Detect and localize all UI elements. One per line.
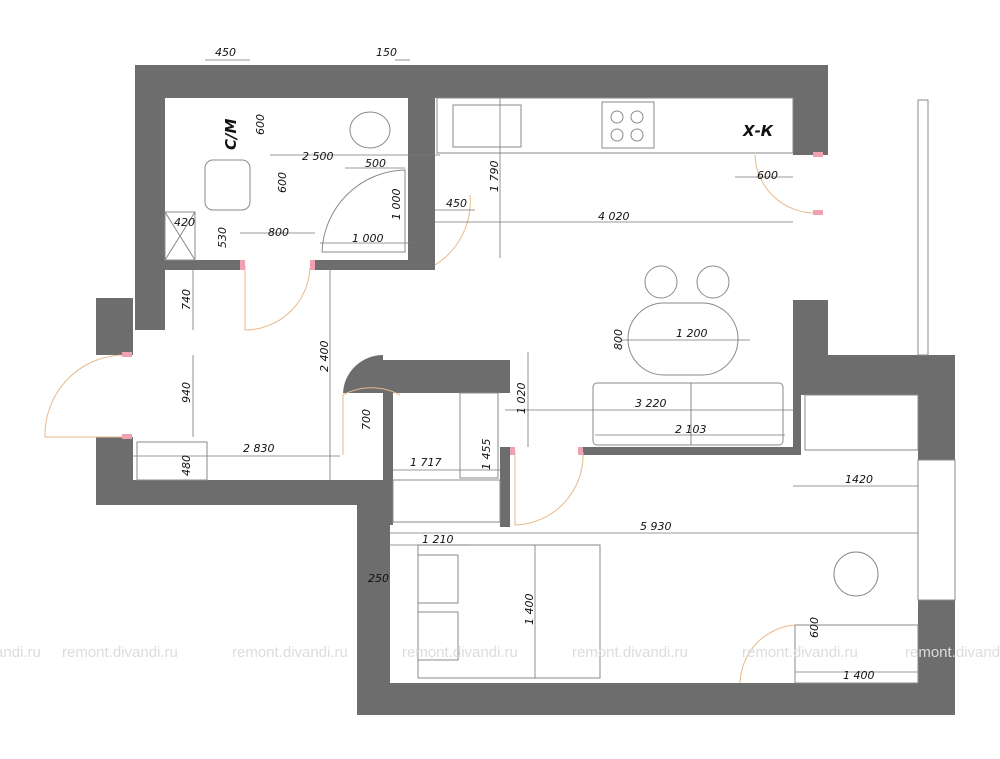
cooktop xyxy=(601,101,655,149)
watermark: remont.divandi.ru remont.divandi.ru remo… xyxy=(0,644,1000,661)
dim-label: 420 xyxy=(174,216,195,229)
dim-label: 600 xyxy=(808,617,821,638)
balcony-wardrobe xyxy=(804,394,919,451)
kitchen-door[interactable] xyxy=(434,194,471,266)
room-door[interactable] xyxy=(514,451,584,526)
chair xyxy=(696,265,730,299)
dim-label: 2 830 xyxy=(243,442,275,455)
dim-label: 250 xyxy=(368,572,389,585)
dim-label: 5 930 xyxy=(640,520,672,533)
room-label-bathroom: С/М xyxy=(222,119,240,150)
dim-label: 1 200 xyxy=(676,327,708,340)
dimension-labels: 450 150 600 2 500 500 600 1 000 1 000 80… xyxy=(174,46,875,682)
dim-label: 3 220 xyxy=(635,397,667,410)
desk xyxy=(794,624,919,684)
chair xyxy=(644,265,678,299)
dim-label: 1 400 xyxy=(843,669,875,682)
watermark-text: remont.divandi.ru xyxy=(572,644,688,661)
dim-label: 2 400 xyxy=(318,341,331,373)
dim-label: 940 xyxy=(180,382,193,403)
shower xyxy=(321,169,406,253)
shaft xyxy=(164,211,196,261)
dim-label: 600 xyxy=(276,172,289,193)
sink xyxy=(204,159,251,211)
dim-label: 700 xyxy=(360,409,373,430)
dim-label: 2 103 xyxy=(675,423,707,436)
shoe-cabinet xyxy=(136,441,208,481)
dim-label: 500 xyxy=(365,157,386,170)
doors xyxy=(44,152,823,684)
balcony-door[interactable] xyxy=(754,154,816,214)
watermark-text: remont.divandi.ru xyxy=(905,644,1000,661)
walls xyxy=(96,65,955,715)
dim-label: 1 000 xyxy=(390,189,403,221)
dim-label: 450 xyxy=(215,46,236,59)
dining-table xyxy=(627,302,739,376)
kitchen-counter xyxy=(436,97,794,154)
dim-label: 1420 xyxy=(845,473,873,486)
dim-label: 1 400 xyxy=(523,594,536,626)
dim-label: 1 717 xyxy=(410,456,442,469)
bathroom-door[interactable] xyxy=(244,265,311,331)
closet-door[interactable] xyxy=(342,387,401,455)
dim-label: 1 210 xyxy=(422,533,454,546)
sofa xyxy=(592,382,784,446)
entrance-door[interactable] xyxy=(44,354,129,438)
room-label-kitchen: Х-К xyxy=(742,122,774,140)
dim-label: 800 xyxy=(268,226,289,239)
dim-label: 600 xyxy=(254,114,267,135)
watermark-text: remont.divandi.ru xyxy=(742,644,858,661)
dim-label: 150 xyxy=(376,46,397,59)
kitchen-sink xyxy=(452,104,522,148)
dim-label: 2 500 xyxy=(302,150,334,163)
dim-label: 800 xyxy=(612,329,625,350)
toilet xyxy=(349,111,391,149)
balcony-window xyxy=(917,99,929,356)
dim-label: 1 000 xyxy=(352,232,384,245)
dim-label: 1 790 xyxy=(488,161,501,193)
closet xyxy=(392,479,501,523)
furniture xyxy=(136,97,956,684)
dim-label: 600 xyxy=(757,169,778,182)
dim-label: 480 xyxy=(180,455,193,476)
dim-label: 1 455 xyxy=(480,439,493,471)
dim-label: 1 020 xyxy=(515,383,528,415)
dim-label: 4 020 xyxy=(598,210,630,223)
watermark-text: remont.divandi.ru xyxy=(232,644,348,661)
wardrobe xyxy=(459,392,499,479)
dim-label: 530 xyxy=(216,227,229,248)
dim-label: 450 xyxy=(446,197,467,210)
dim-label: 740 xyxy=(180,289,193,310)
window xyxy=(917,459,956,601)
desk-chair xyxy=(833,551,879,597)
watermark-text: remont.divandi.ru xyxy=(402,644,518,661)
watermark-text: remont.divandi.ru xyxy=(62,644,178,661)
watermark-text: remont.divandi.ru xyxy=(0,644,41,661)
dimension-lines xyxy=(133,59,918,678)
desk-arc xyxy=(739,624,796,684)
